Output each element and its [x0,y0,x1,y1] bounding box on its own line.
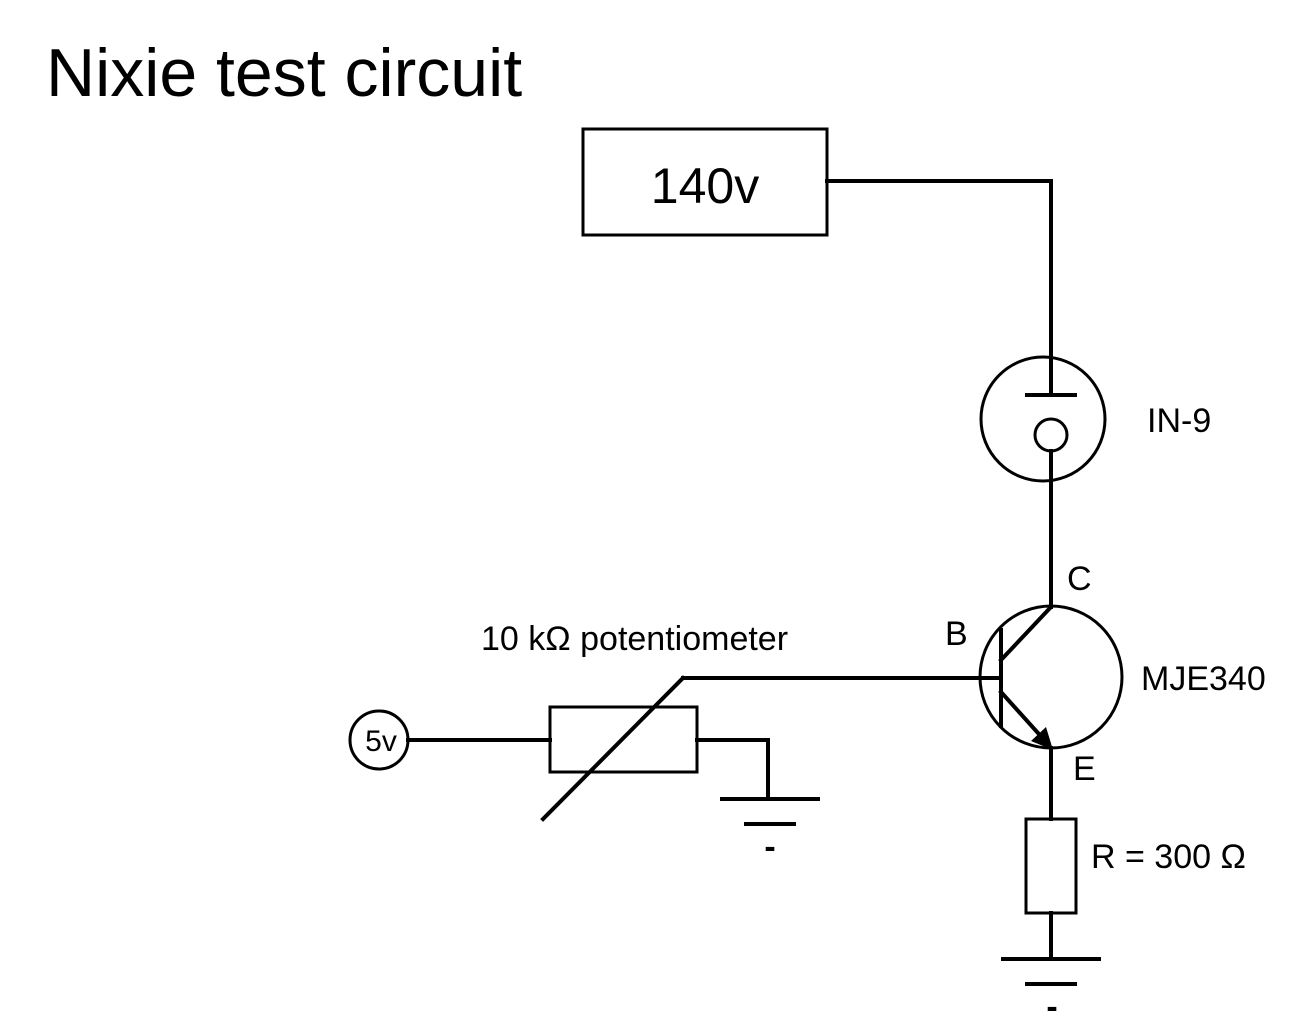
potentiometer-label: 10 kΩ potentiometer [481,620,788,658]
transistor-emitter-label: E [1073,750,1096,788]
supply-5v: 5v [348,709,410,771]
supply-140v-label: 140v [651,158,759,214]
page-title: Nixie test circuit [46,35,522,111]
potentiometer-wiper-arrow [540,675,686,822]
transistor-collector-lead [998,604,1054,663]
transistor-label: MJE340 [1141,660,1266,698]
ground-mark: - [1046,988,1057,1012]
emitter-resistor: R = 300 Ω [1024,817,1246,915]
transistor-collector-label: C [1067,560,1092,598]
nixie-cathode [1033,417,1069,453]
nixie-tube-in9: IN-9 [979,355,1211,483]
transistor-base-label: B [945,615,968,653]
ground-symbol-potentiometer: - [720,797,820,866]
nixie-tube-label: IN-9 [1147,402,1211,440]
transistor-mje340: C B E MJE340 [945,560,1266,788]
supply-5v-label: 5v [365,725,397,758]
ground-mark: - [764,828,775,866]
supply-140v: 140v [581,127,829,237]
transistor-emitter-arrow [1031,727,1053,750]
potentiometer: 10 kΩ potentiometer [481,620,788,822]
ground-symbol-emitter: - [1001,957,1101,1012]
nixie-tube-envelope [979,355,1107,483]
emitter-resistor-label: R = 300 Ω [1091,838,1246,876]
wire-potentiometer-to-ground [695,738,770,801]
emitter-resistor-body [1024,817,1078,915]
wire-supply-to-anode [825,179,1053,397]
